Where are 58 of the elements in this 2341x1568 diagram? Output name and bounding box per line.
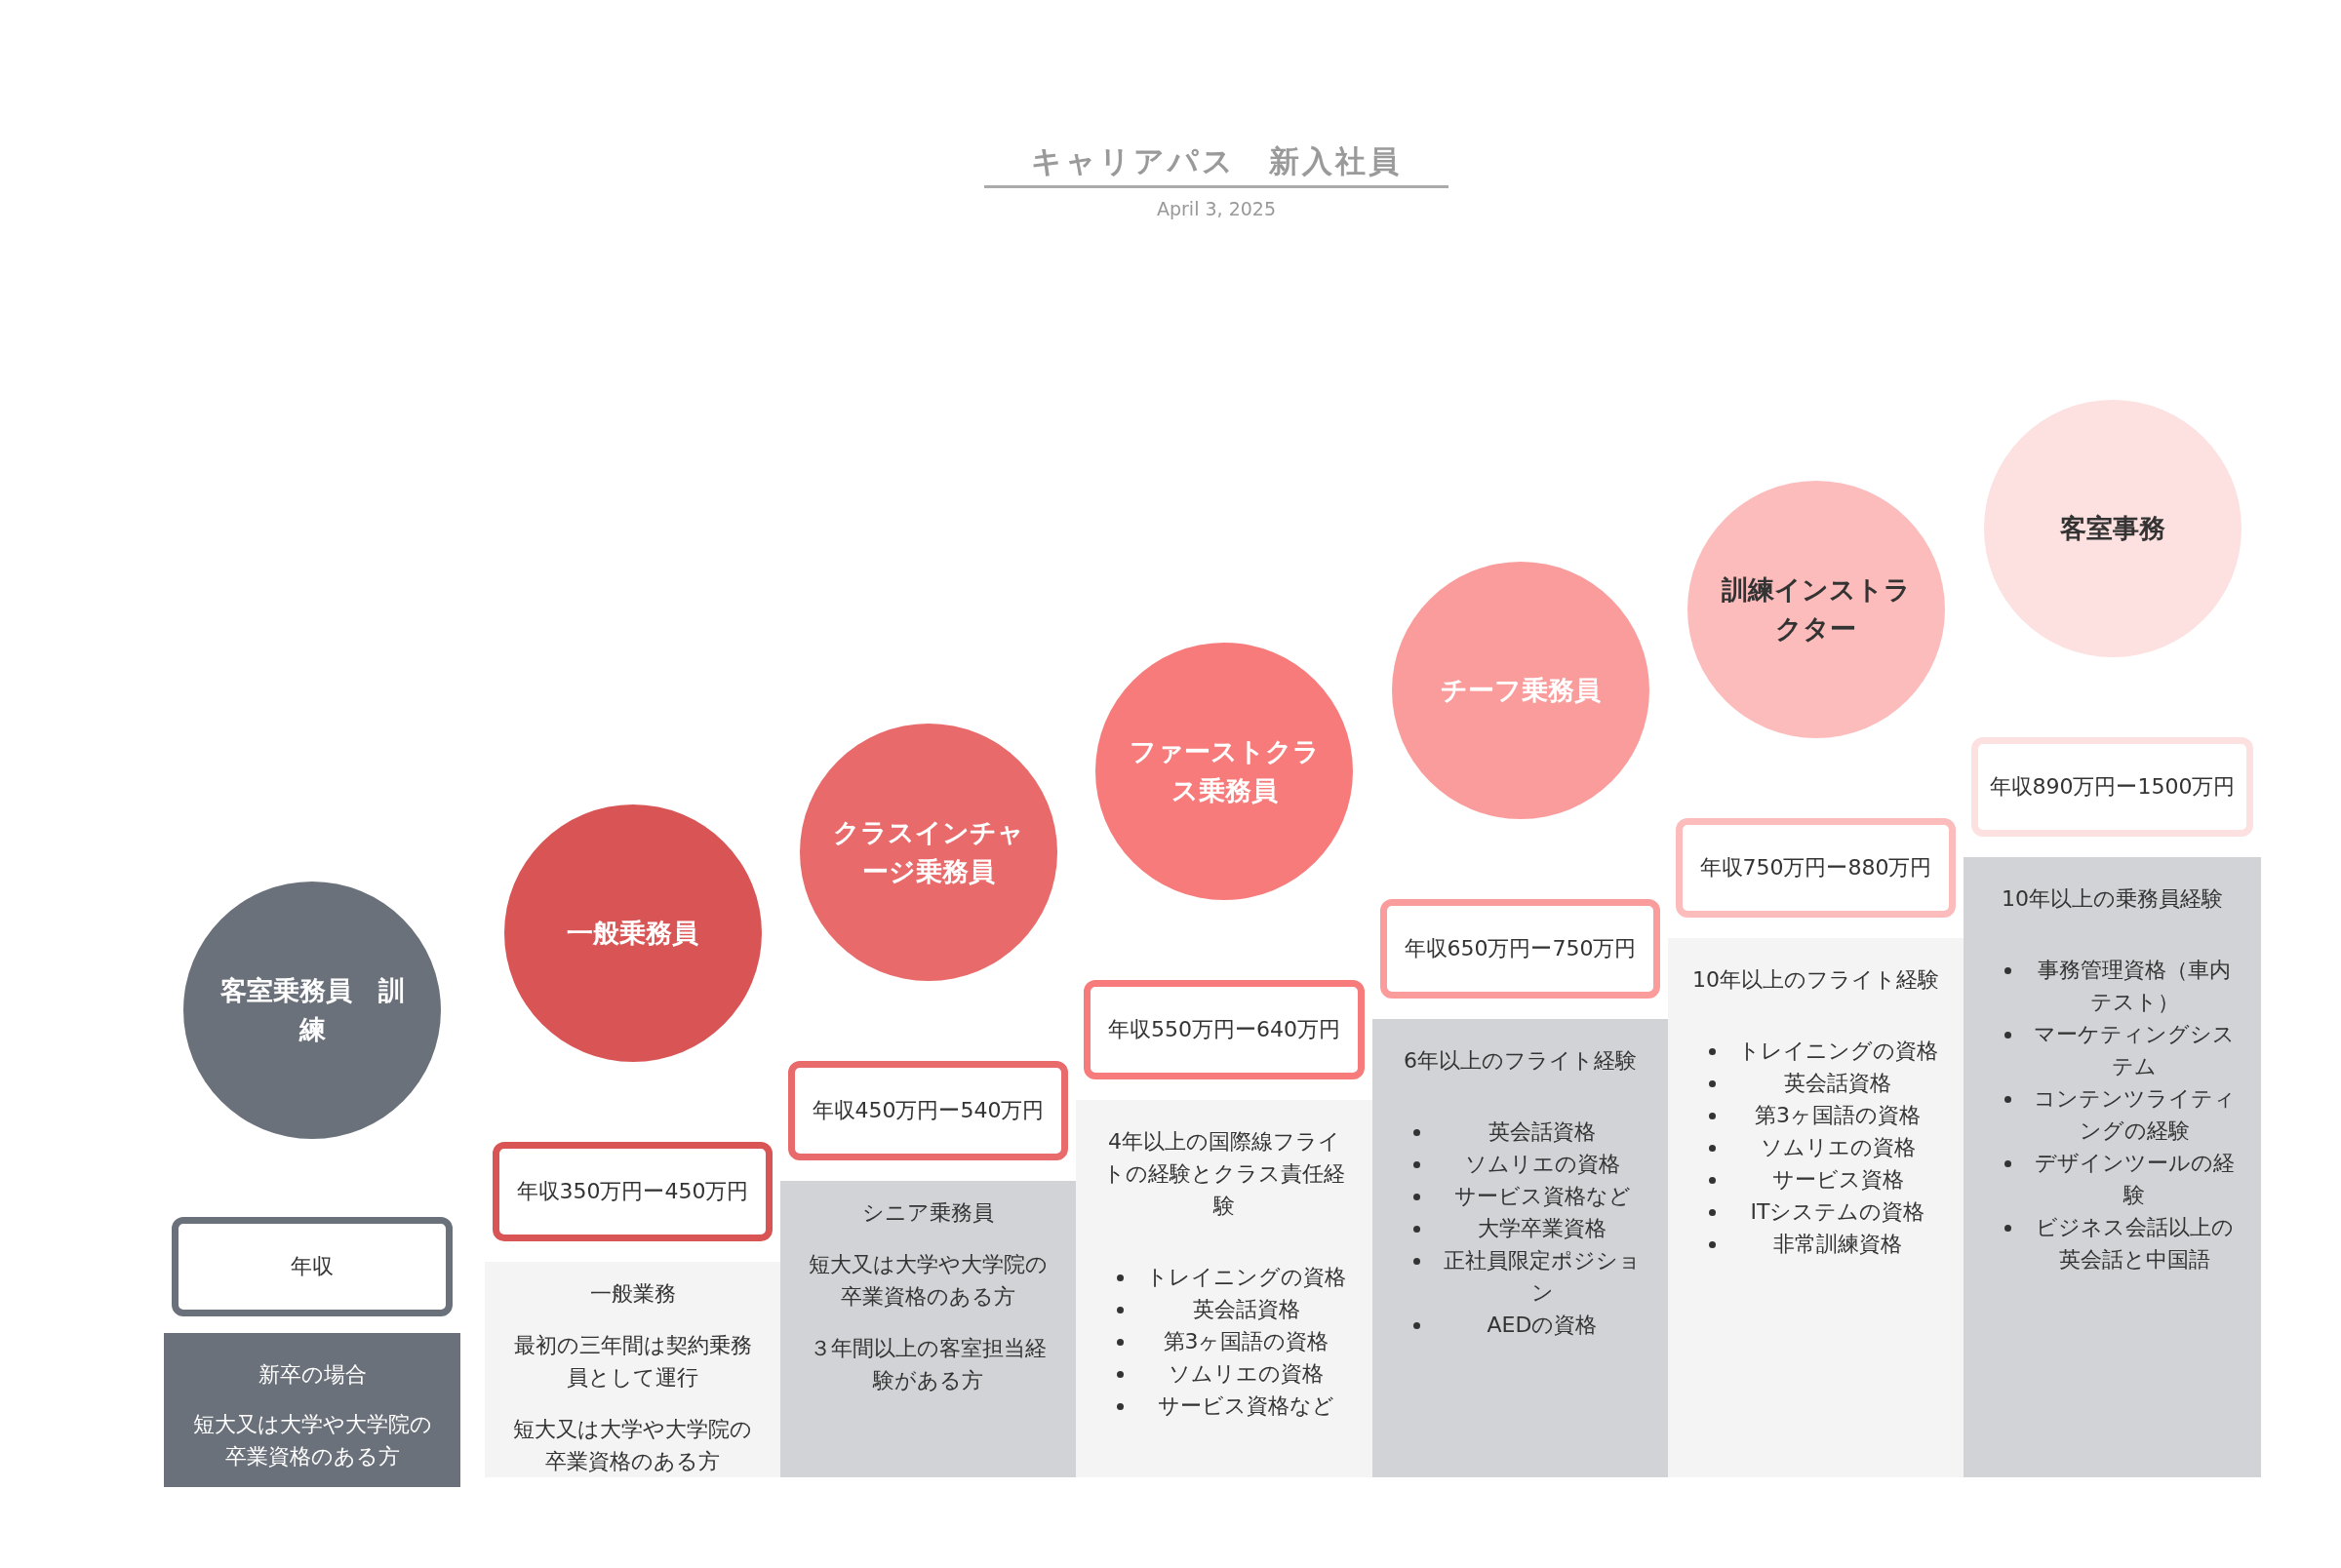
requirement-text: 短大又は大学や大学院の卒業資格のある方: [512, 1416, 753, 1475]
requirement-panel: [164, 1333, 460, 1487]
qualification-item: ソムリエの資格: [1463, 1151, 1621, 1178]
qualification-item: AEDの資格: [1486, 1312, 1599, 1339]
qualification-item: コンテンツライティングの経験: [2032, 1085, 2237, 1145]
qualification-item: 非常訓練資格: [1772, 1231, 1903, 1258]
salary-box: 年収350万円ー450万円: [493, 1142, 773, 1241]
qualification-item: ソムリエの資格: [1168, 1360, 1325, 1388]
requirement-text: 新卒の場合: [258, 1361, 367, 1389]
role-circle: 客室乗務員 訓練: [183, 882, 441, 1139]
qualification-item: 正社員限定ポジション: [1443, 1247, 1642, 1307]
salary-box: 年収650万円ー750万円: [1380, 899, 1660, 999]
salary-box: 年収: [172, 1217, 453, 1316]
qualification-item: 英会話資格: [1191, 1296, 1301, 1323]
qualification-item: ビジネス会話以上の英会話と中国語: [2034, 1214, 2235, 1274]
role-circle: 訓練インストラクター: [1686, 481, 1945, 738]
salary-box: 年収750万円ー880万円: [1676, 818, 1956, 918]
requirement-panel: [1372, 1019, 1668, 1477]
requirement-panel: [1964, 857, 2261, 1477]
requirement-text: 10年以上のフライト経験: [1692, 966, 1939, 994]
requirement-text: 6年以上のフライト経験: [1404, 1047, 1637, 1075]
role-circle: 客室事務: [1983, 400, 2242, 657]
salary-box: 年収890万円ー1500万円: [1971, 737, 2253, 837]
requirement-panel: [1668, 938, 1964, 1477]
qualification-item: 英会話資格: [1783, 1070, 1892, 1097]
qualification-item: トレイニングの資格: [1736, 1038, 1939, 1065]
role-circle: クラスインチャージ乗務員: [799, 724, 1057, 981]
role-circle: チーフ乗務員: [1391, 562, 1649, 819]
salary-box: 年収450万円ー540万円: [788, 1061, 1068, 1160]
qualification-item: ITシステムの資格: [1749, 1198, 1926, 1226]
requirement-panel: [485, 1262, 780, 1477]
role-circle: ファーストクラス乗務員: [1095, 643, 1353, 900]
requirement-panel: [780, 1181, 1076, 1477]
qualification-item: サービス資格など: [1157, 1392, 1335, 1420]
qualification-item: 大学卒業資格: [1477, 1215, 1607, 1242]
requirement-text: シニア乗務員: [862, 1199, 994, 1227]
requirement-text: 一般業務: [589, 1280, 676, 1308]
qualification-item: 事務管理資格（車内テスト）: [2037, 957, 2232, 1016]
requirement-panel: [1076, 1100, 1372, 1477]
title: キャリアパス 新入社員: [1030, 142, 1403, 180]
salary-box: 年収550万円ー640万円: [1084, 980, 1365, 1079]
requirement-text: 短大又は大学や大学院の卒業資格のある方: [191, 1411, 433, 1470]
date-text: April 3, 2025: [1156, 198, 1277, 219]
qualification-item: 第3ヶ国語の資格: [1754, 1102, 1922, 1129]
qualification-item: ソムリエの資格: [1759, 1134, 1917, 1161]
qualification-item: 第3ヶ国語の資格: [1162, 1328, 1330, 1355]
requirement-text: 短大又は大学や大学院の卒業資格のある方: [808, 1251, 1049, 1311]
requirement-text: 最初の三年間は契約乗務員として運行: [512, 1332, 753, 1392]
qualification-item: サービス資格など: [1452, 1183, 1632, 1210]
requirement-text: 10年以上の乗務員経験: [2002, 885, 2223, 913]
role-circle: 一般乗務員: [503, 804, 762, 1062]
qualification-item: 英会話資格: [1488, 1118, 1597, 1146]
requirement-text: 4年以上の国際線フライトの経験とクラス責任経験: [1102, 1128, 1346, 1220]
qualification-item: サービス資格: [1770, 1166, 1905, 1194]
qualification-item: マーケティングシステム: [2033, 1021, 2236, 1080]
qualification-item: トレイニングの資格: [1145, 1264, 1347, 1291]
qualification-item: デザインツールの経験: [2033, 1150, 2236, 1209]
requirement-text: ３年間以上の客室担当経験がある方: [809, 1335, 1048, 1394]
